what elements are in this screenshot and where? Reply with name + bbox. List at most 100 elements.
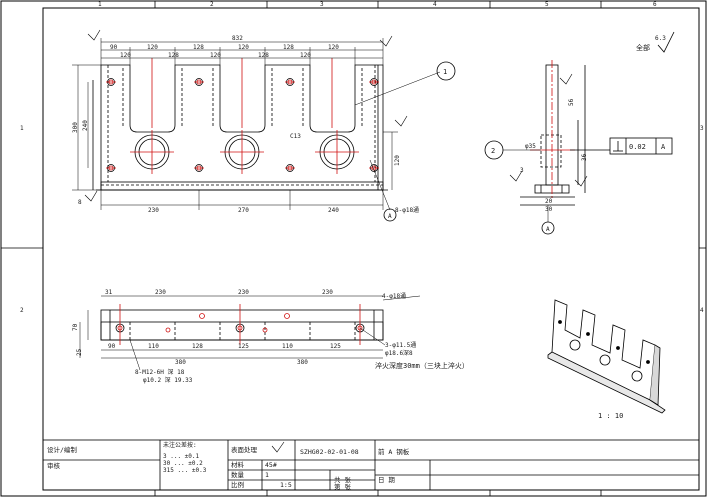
tb-qty-label: 数量 <box>231 470 245 479</box>
hole-note: 8-φ18通 <box>395 206 419 214</box>
side-view-dims-text: 56 36 20 30 3 φ35 <box>520 98 588 213</box>
zone-col-4: 4 <box>433 1 437 8</box>
dim-top-seg-4: 120 <box>238 44 249 51</box>
tv-row-2: 110 <box>148 343 159 350</box>
hole-note-3: 3-φ11.5通 <box>385 341 416 349</box>
tv-row-6: 125 <box>330 343 341 350</box>
tv-bottom-1: 380 <box>175 359 186 366</box>
tb-scale: 1:5 <box>280 481 292 489</box>
top-view <box>79 295 421 371</box>
roughness-symbol: 全部 6.3 <box>636 31 675 53</box>
dim-bottom-seg-2: 270 <box>238 207 249 214</box>
tb-surface: 表面处理 <box>231 445 258 454</box>
balloon-2-text: 2 <box>491 147 495 155</box>
title-block <box>42 439 700 491</box>
zone-row-2: 2 <box>20 307 24 314</box>
roughness-all-label: 全部 <box>636 43 650 52</box>
dim-top2-seg-4: 128 <box>258 52 269 59</box>
zone-col-1: 1 <box>98 1 102 8</box>
dim-top-seg-2: 120 <box>147 44 158 51</box>
tb-qty: 1 <box>265 471 269 479</box>
zone-labels: 1 2 3 4 5 6 1 2 3 4 <box>20 1 704 314</box>
datum-a-front: A <box>383 208 397 222</box>
zone-row-3: 3 <box>700 125 704 132</box>
zone-col-5: 5 <box>545 1 549 8</box>
dim-bottom-seg-3: 240 <box>328 207 339 214</box>
dim-top2-seg-1: 120 <box>120 52 131 59</box>
tb-tol-2: 30 ... ±0.2 <box>163 460 203 467</box>
tb-drawing-number: SZHG02-02-01-08 <box>300 448 359 456</box>
title-block-text: 设计/编制 审核 未注公差按: 3 ... ±0.1 30 ... ±0.2 3… <box>47 441 410 491</box>
zone-col-6: 6 <box>653 1 657 8</box>
dim-top-seg-1: 90 <box>110 44 118 51</box>
tv-dim-2: 230 <box>238 289 249 296</box>
zone-col-2: 2 <box>210 1 214 8</box>
front-view-centerlines <box>106 58 379 174</box>
datum-a-side: A <box>541 205 555 235</box>
dim-height-outer: 300 <box>72 122 79 133</box>
zone-col-3: 3 <box>320 1 324 8</box>
tb-material: 45# <box>265 461 277 469</box>
hole-note-2: 4-φ18通 <box>382 292 406 300</box>
side-view <box>520 60 610 206</box>
dim-top-seg-6: 120 <box>328 44 339 51</box>
dim-bottom-seg-1: 230 <box>148 207 159 214</box>
tv-row-1: 90 <box>108 343 116 350</box>
roughness-value: 6.3 <box>655 35 666 42</box>
hole-note-4: φ18.6深8 <box>385 349 413 357</box>
side-label: φ35 <box>525 143 536 150</box>
tv-dim-3: 230 <box>322 289 333 296</box>
isometric-view <box>547 299 666 414</box>
thread-note-2: φ10.2 深 19.33 <box>143 376 193 384</box>
zone-row-4: 4 <box>700 307 704 314</box>
side-dim-4: 30 <box>545 206 553 213</box>
dim-top-seg-5: 128 <box>283 44 294 51</box>
tv-dim-1: 230 <box>155 289 166 296</box>
tb-checker: 审核 <box>47 461 61 470</box>
tb-tol-1: 3 ... ±0.1 <box>163 453 200 460</box>
side-dim-3: 20 <box>545 198 553 205</box>
tv-row-5: 110 <box>282 343 293 350</box>
dim-height-right: 120 <box>394 155 401 166</box>
side-dim-2: 36 <box>581 153 588 161</box>
tb-scale-label: 比例 <box>231 480 244 489</box>
tb-designer: 设计/编制 <box>47 445 77 454</box>
tv-row-3: 128 <box>192 343 203 350</box>
front-view-dim-text: 832 90 120 128 120 128 120 120 128 120 1… <box>72 35 419 214</box>
roughness-marks-front <box>84 29 408 202</box>
tb-sheets: 共 张 <box>334 475 351 484</box>
tb-part-name: 前 A 钢板 <box>378 447 410 456</box>
dim-overall-width: 832 <box>232 35 243 42</box>
datum-a-text: A <box>388 213 392 220</box>
zone-row-1: 1 <box>20 125 24 132</box>
datum-a-side-text: A <box>546 226 550 233</box>
balloon-1: 1 <box>436 61 456 81</box>
tv-bottom-2: 380 <box>297 359 308 366</box>
top-view-dim-text: 31 230 230 230 70 25 90 110 128 125 110 … <box>72 289 469 384</box>
tb-sheet: 第 张 <box>334 482 351 491</box>
tv-dim-h2: 25 <box>76 348 83 356</box>
thread-note: 8-M12-6H 深 18 <box>135 368 185 376</box>
tb-tol-3: 315 ... ±0.3 <box>163 467 207 474</box>
side-dim-5: 3 <box>520 167 524 174</box>
tb-tol-title: 未注公差按: <box>163 441 197 449</box>
side-dim-1: 56 <box>568 98 575 106</box>
balloon-2: 2 <box>484 140 541 160</box>
dim-bottom-left: 8 <box>78 199 82 206</box>
tv-dim-height: 70 <box>72 323 79 331</box>
tb-material-label: 材料 <box>231 460 245 469</box>
front-view-dims <box>72 38 441 211</box>
dim-top2-seg-2: 128 <box>168 52 179 59</box>
heat-treat-note: 淬火深度30mm（三块上淬火） <box>375 361 469 370</box>
dim-top-seg-3: 128 <box>193 44 204 51</box>
dim-chamfer: C13 <box>290 133 301 140</box>
dim-top2-seg-3: 120 <box>210 52 221 59</box>
tv-row-4: 125 <box>238 343 249 350</box>
roughness-marks-side <box>509 73 588 187</box>
tolerance-value: 0.02 <box>629 143 646 151</box>
dim-height-inner: 240 <box>82 120 89 131</box>
iso-scale-note: 1 : 10 <box>598 412 623 420</box>
flatness-tolerance-frame: 0.02 A <box>609 137 673 155</box>
